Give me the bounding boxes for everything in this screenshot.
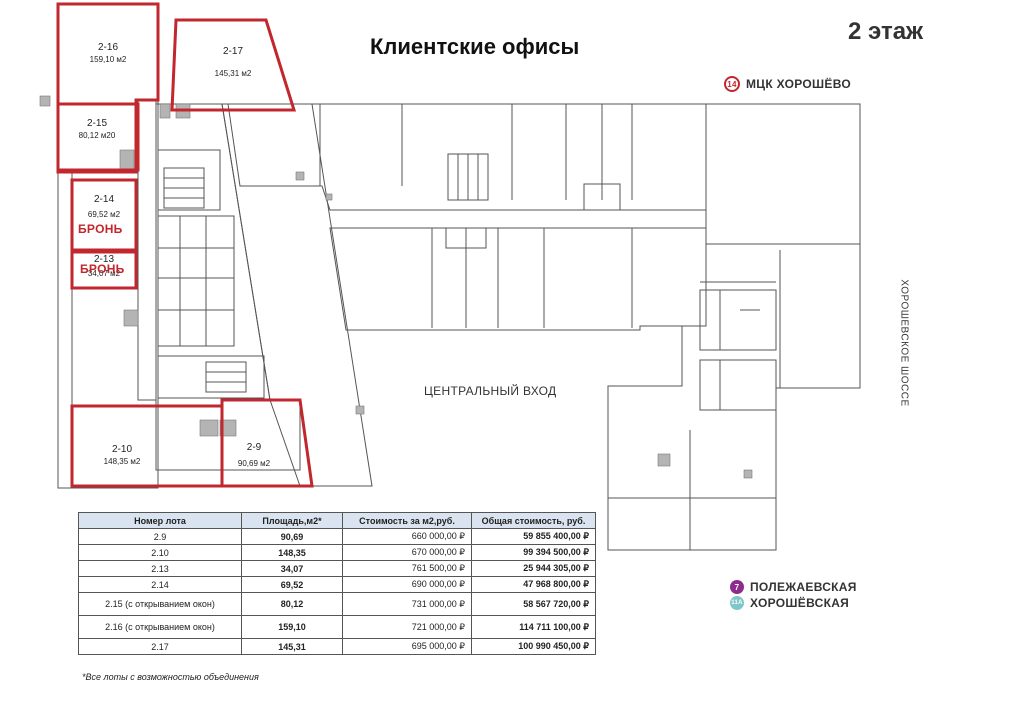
reserved-badge-2-13: БРОНЬ	[80, 262, 125, 276]
lot-area: 159,10 м2	[89, 54, 127, 64]
metro-line-11a-icon: 11А	[730, 596, 744, 610]
metro-station-name: ХОРОШЁВСКАЯ	[750, 596, 850, 610]
col-price-per-m2: Стоимость за м2,руб.	[342, 512, 472, 529]
metro-line-7-icon: 7	[730, 580, 744, 594]
table-row[interactable]: 2.13 34,07 761 500,00 ₽ 25 944 305,00 ₽	[78, 560, 596, 577]
metro-station-2: 11А ХОРОШЁВСКАЯ	[730, 596, 849, 610]
entrance-label: ЦЕНТРАЛЬНЫЙ ВХОД	[424, 384, 557, 398]
lot-number: 2-15	[86, 118, 107, 129]
lot-area: 80,12 м20	[78, 130, 116, 140]
col-total-price: Общая стоимость, руб.	[471, 512, 596, 529]
lot-area: 34,07 м2	[87, 268, 121, 278]
lot-number: 2-13	[93, 254, 114, 265]
reserved-badge-2-14: БРОНЬ	[78, 222, 123, 236]
lot-area: 69,52 м2	[87, 209, 121, 219]
table-row[interactable]: 2.14 69,52 690 000,00 ₽ 47 968 800,00 ₽	[78, 576, 596, 593]
metro-station-top: 14 МЦК ХОРОШЁВО	[724, 76, 851, 92]
col-area: Площадь,м2*	[241, 512, 343, 529]
metro-station-name: МЦК ХОРОШЁВО	[746, 77, 852, 91]
lot-2-9[interactable]: 2-9 90,69 м2	[226, 442, 282, 469]
metro-line-14-icon: 14	[724, 76, 740, 92]
table-row[interactable]: 2.17 145,31 695 000,00 ₽ 100 990 450,00 …	[78, 638, 596, 655]
lot-2-16[interactable]: 2-16 159,10 м2	[68, 42, 148, 65]
lot-2-10[interactable]: 2-10 148,35 м2	[86, 444, 158, 467]
lot-area: 145,31 м2	[214, 68, 252, 78]
lot-number: 2-10	[111, 444, 132, 455]
page-title: Клиентские офисы	[370, 34, 580, 59]
table-row[interactable]: 2.15 (с открыванием окон) 80,12 731 000,…	[78, 592, 596, 616]
col-lot: Номер лота	[78, 512, 242, 529]
lot-area: 148,35 м2	[103, 456, 141, 466]
lot-2-14[interactable]: 2-14 69,52 м2	[76, 194, 132, 220]
metro-station-1: 7 ПОЛЕЖАЕВСКАЯ	[730, 580, 857, 594]
footnote: *Все лоты с возможностью объединения	[82, 672, 259, 682]
lot-2-15[interactable]: 2-15 80,12 м20	[66, 118, 128, 141]
lot-number: 2-17	[222, 46, 243, 57]
table-row[interactable]: 2.9 90,69 660 000,00 ₽ 59 855 400,00 ₽	[78, 528, 596, 545]
lot-2-13[interactable]: 2-13 34,07 м2	[76, 254, 132, 279]
table-header-row: Номер лота Площадь,м2* Стоимость за м2,р…	[78, 512, 596, 529]
lot-number: 2-9	[246, 442, 262, 453]
metro-station-name: ПОЛЕЖАЕВСКАЯ	[750, 580, 857, 594]
lot-area: 90,69 м2	[237, 458, 271, 468]
lot-number: 2-16	[97, 42, 118, 53]
table-row[interactable]: 2.16 (с открыванием окон) 159,10 721 000…	[78, 615, 596, 639]
table-row[interactable]: 2.10 148,35 670 000,00 ₽ 99 394 500,00 ₽	[78, 544, 596, 561]
price-table: Номер лота Площадь,м2* Стоимость за м2,р…	[78, 512, 596, 655]
road-label: ХОРОШЕВСКОЕ ШОССЕ	[898, 279, 910, 407]
lot-2-17[interactable]: 2-17 145,31 м2	[188, 46, 278, 79]
floor-label: 2 этаж	[848, 18, 924, 45]
lot-number: 2-14	[93, 194, 114, 205]
